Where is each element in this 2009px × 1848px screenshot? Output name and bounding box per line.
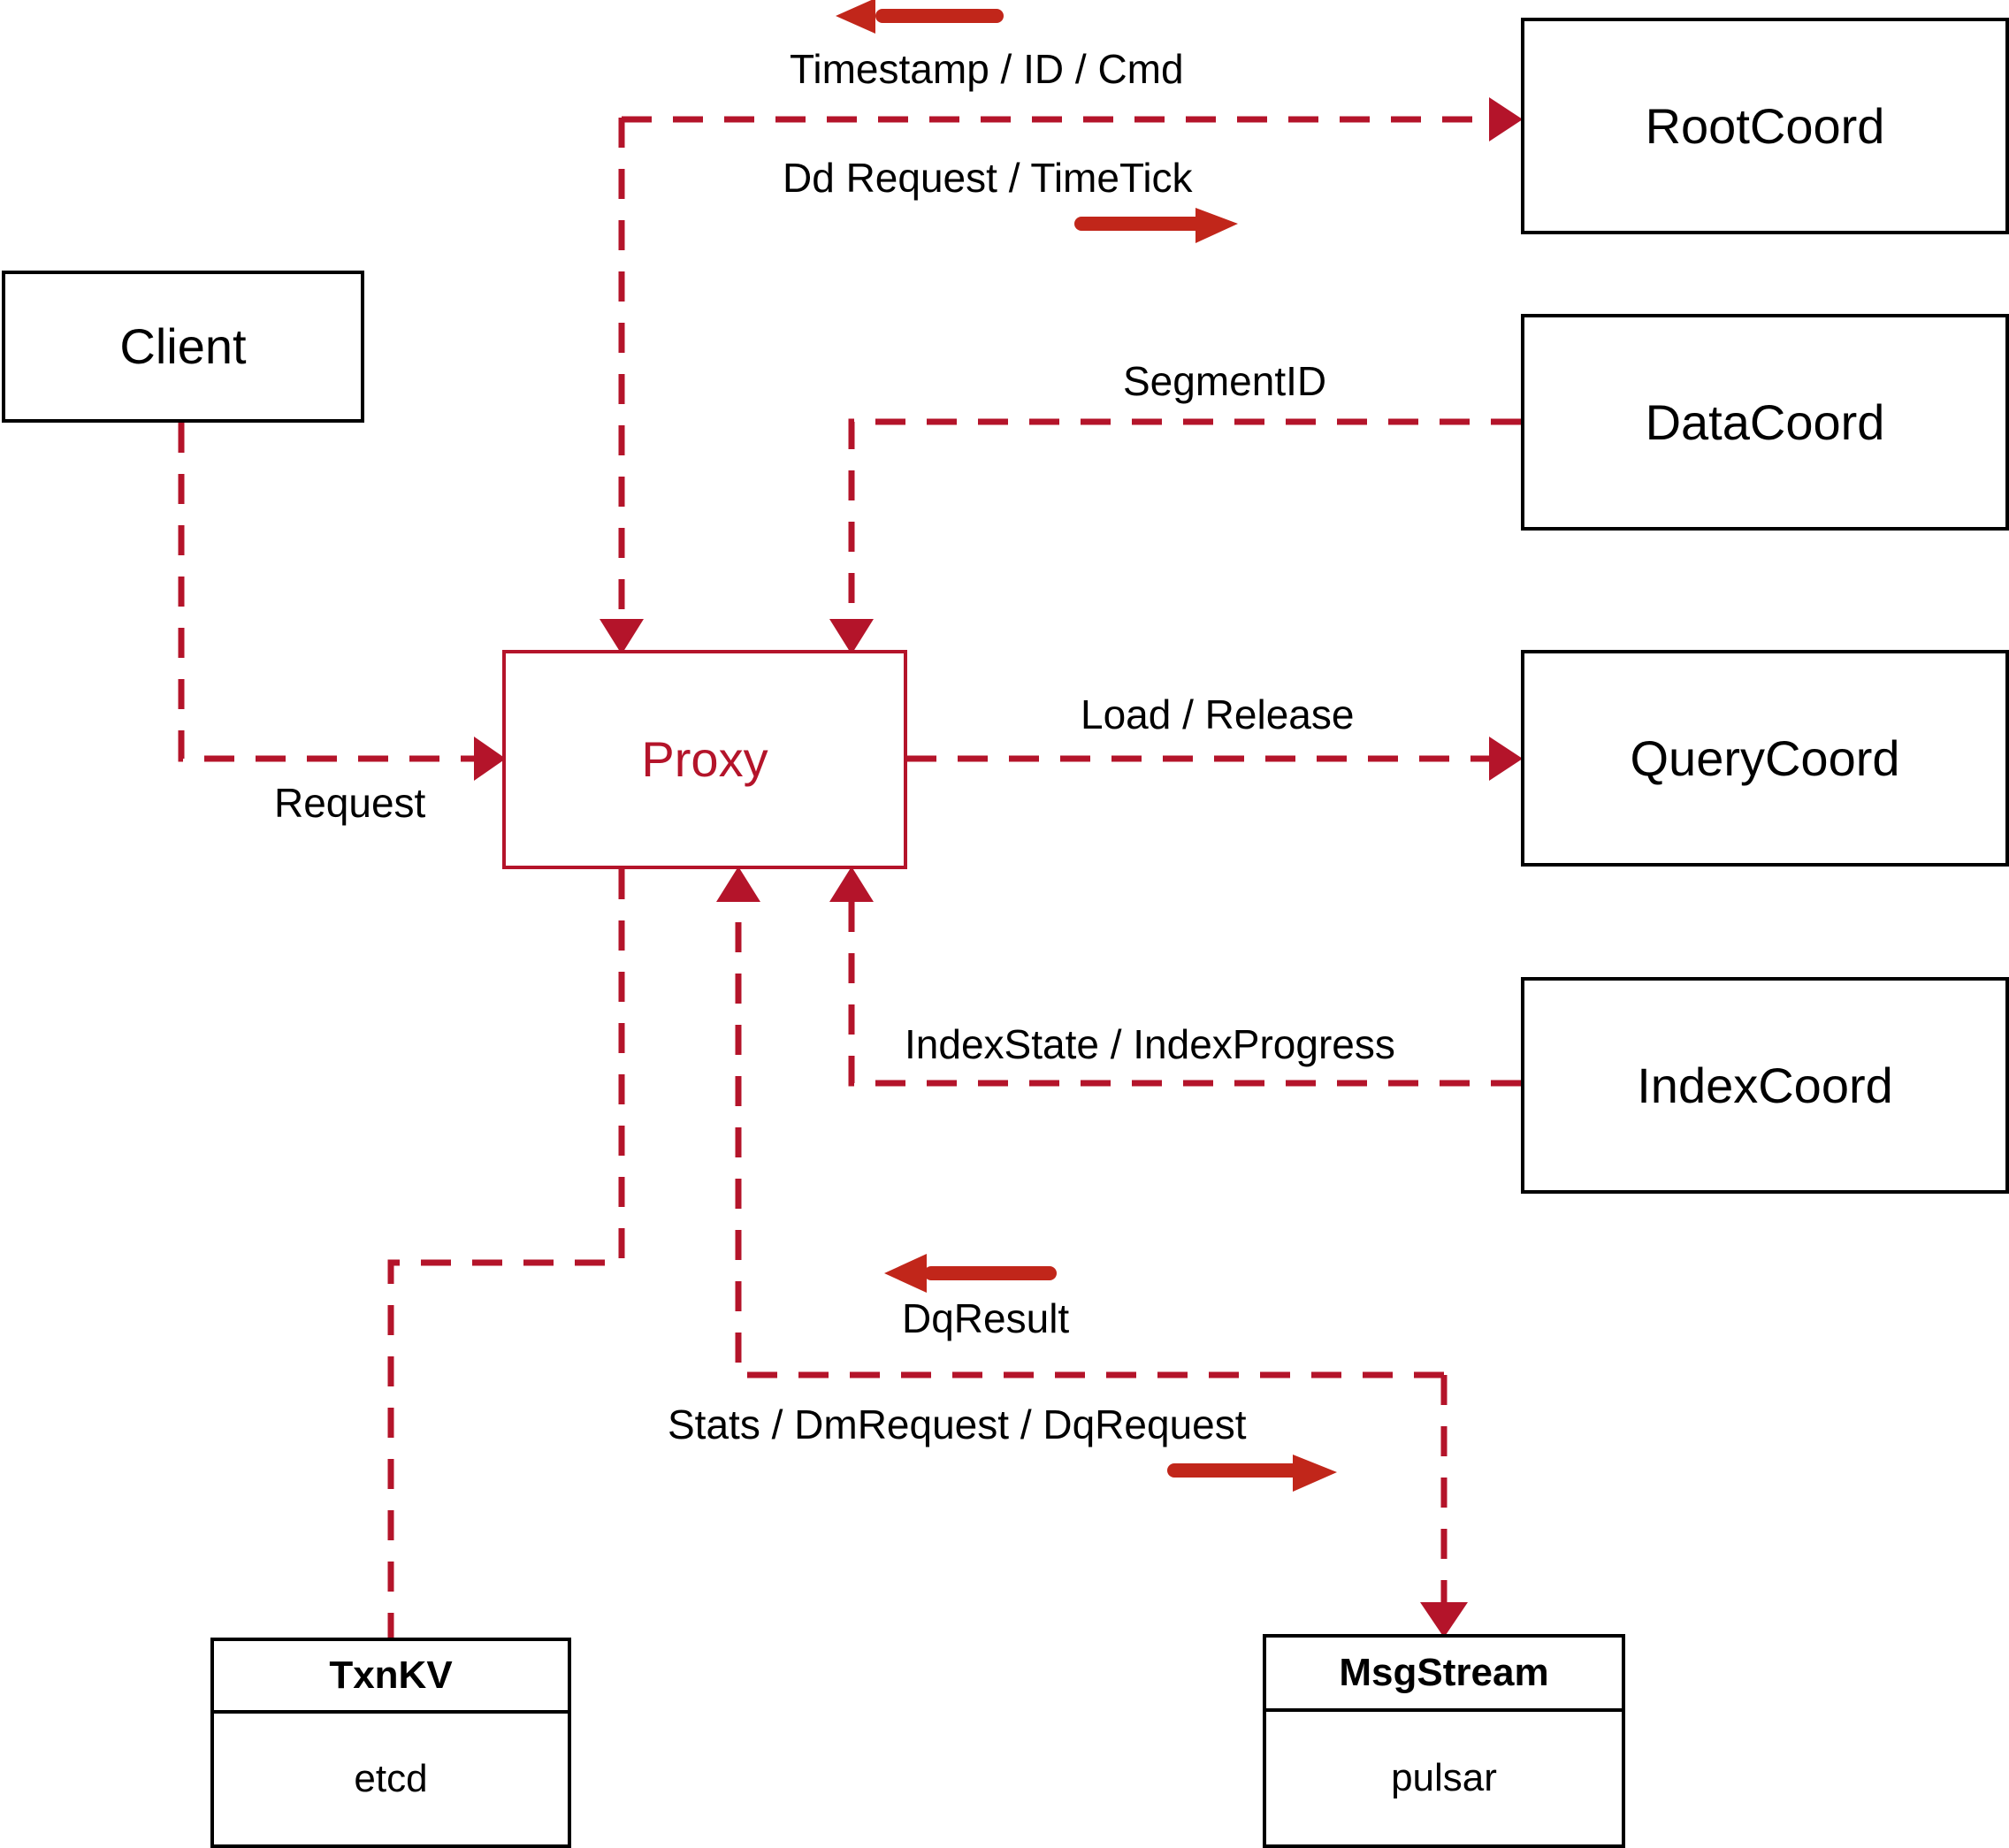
direction-arrow-timestamp-left [836, 0, 1004, 34]
node-msgstream-impl: pulsar [1391, 1756, 1497, 1799]
edge-label-stats-dm-dq-request: Stats / DmRequest / DqRequest [668, 1401, 1247, 1447]
edge-request [178, 423, 474, 762]
direction-arrow-stats-right [1167, 1455, 1337, 1492]
edge-label-timestamp-id-cmd: Timestamp / ID / Cmd [790, 46, 1184, 92]
edge-label-load-release: Load / Release [1081, 691, 1355, 737]
node-rootcoord[interactable]: RootCoord [1521, 18, 2009, 234]
node-proxy[interactable]: Proxy [502, 650, 907, 869]
edge-label-dq-result: DqResult [902, 1295, 1070, 1341]
direction-arrow-dq-result-left [884, 1254, 1057, 1293]
node-indexcoord-label: IndexCoord [1637, 1057, 1893, 1113]
arrowhead-into-msgstream [1420, 1602, 1468, 1638]
edge-index-state-progress [848, 902, 1521, 1087]
arrowhead-into-proxy-top-right [829, 619, 874, 654]
arrowhead-into-querycoord [1489, 737, 1523, 781]
arrowhead-into-proxy-bottom-right [829, 867, 874, 902]
direction-arrow-dd-request-right [1074, 208, 1238, 243]
node-client-label: Client [119, 318, 247, 374]
edge-label-index-state-progress: IndexState / IndexProgress [905, 1021, 1395, 1067]
node-querycoord[interactable]: QueryCoord [1521, 650, 2009, 867]
node-datacoord[interactable]: DataCoord [1521, 314, 2009, 531]
node-msgstream[interactable]: MsgStream pulsar [1263, 1634, 1625, 1848]
edge-segment-id [848, 418, 1521, 619]
node-indexcoord[interactable]: IndexCoord [1521, 977, 2009, 1194]
node-txnkv[interactable]: TxnKV etcd [210, 1638, 571, 1848]
node-msgstream-title: MsgStream [1266, 1638, 1622, 1712]
edge-dq-result [735, 902, 1444, 1378]
arrowhead-into-proxy-bottom-left [716, 867, 760, 902]
arrowhead-into-proxy-left [474, 737, 506, 781]
node-rootcoord-label: RootCoord [1645, 97, 1885, 154]
node-proxy-label: Proxy [641, 731, 768, 787]
node-txnkv-title: TxnKV [214, 1641, 568, 1714]
node-datacoord-label: DataCoord [1645, 393, 1885, 450]
node-querycoord-label: QueryCoord [1630, 729, 1900, 786]
edge-label-request: Request [274, 780, 426, 826]
arrowhead-into-rootcoord [1489, 97, 1523, 141]
edge-label-segment-id: SegmentID [1123, 358, 1327, 404]
node-txnkv-impl: etcd [354, 1757, 428, 1800]
edge-label-dd-request-timetick: Dd Request / TimeTick [783, 155, 1193, 201]
node-client[interactable]: Client [2, 271, 364, 423]
arrowhead-into-proxy-top-left [600, 619, 644, 654]
